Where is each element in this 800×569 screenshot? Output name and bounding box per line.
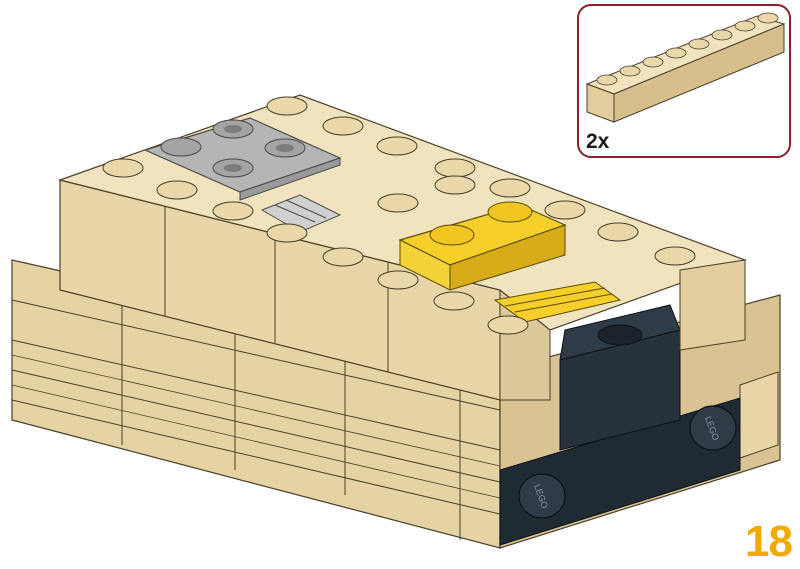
tan-brick-1x8-icon xyxy=(585,12,786,123)
step-number: 18 xyxy=(745,517,793,566)
yellow-bricks xyxy=(398,201,622,323)
tan-studs xyxy=(102,96,696,335)
black-technic-bricks: LEGO LEGO xyxy=(499,304,741,546)
part-quantity: 2x xyxy=(586,130,610,153)
parts-callout-box: 2x xyxy=(577,4,791,158)
gray-plate xyxy=(143,117,342,201)
